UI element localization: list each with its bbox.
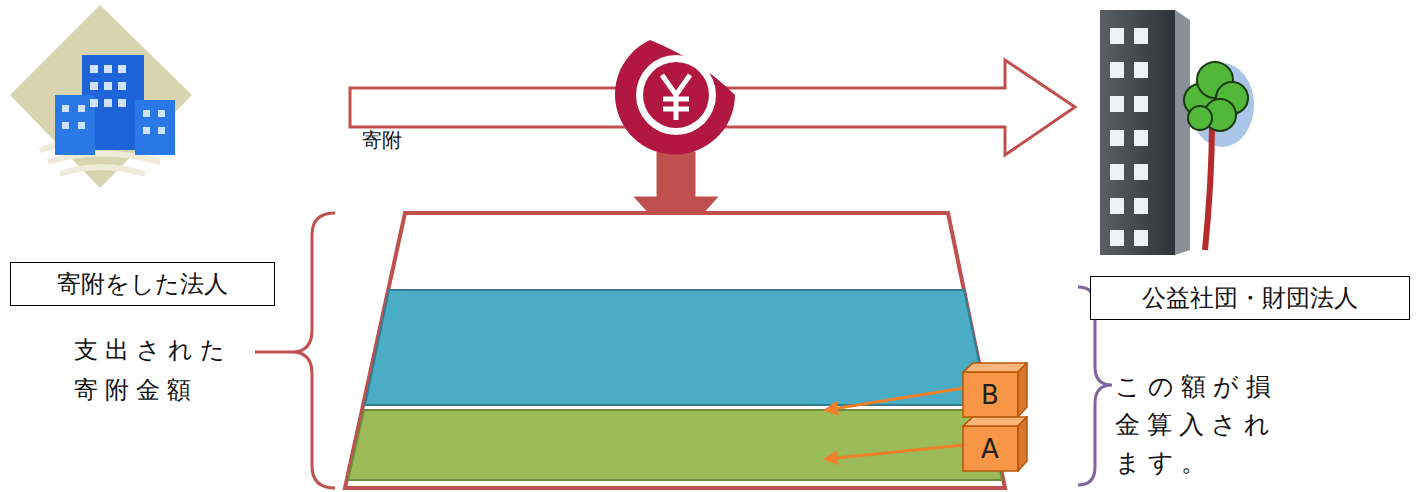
deduction-note: この額が損 金算入され ます。 — [1115, 368, 1297, 482]
ground-stripe — [60, 167, 145, 174]
building-tower — [1100, 10, 1175, 255]
building-windows — [1110, 28, 1148, 246]
cube-top — [963, 417, 1027, 426]
cube-side — [1018, 417, 1027, 471]
icon-ring — [636, 55, 716, 135]
band-a — [348, 410, 1002, 480]
bracket-leader — [255, 351, 292, 354]
building-side — [1175, 10, 1190, 255]
left-bracket — [292, 213, 335, 488]
entity-name: 公益社団・財団法人 — [1142, 282, 1358, 314]
backdrop-diamond — [10, 5, 192, 188]
callout-letter: A — [981, 424, 1009, 464]
company-building — [10, 5, 192, 188]
amount-trapezoid — [345, 213, 1005, 488]
entity-label-box: 公益社団・財団法人 — [1090, 276, 1410, 320]
tree-foliage — [1184, 62, 1248, 131]
building-tower — [55, 95, 95, 155]
cube-top — [963, 363, 1027, 372]
entity-label-box: 寄附をした法人 — [10, 262, 275, 306]
cube-side — [1018, 363, 1027, 417]
icon-coin — [643, 62, 709, 128]
amount-note: 支出された 寄附金額 — [74, 330, 254, 410]
entity-name: 寄附をした法人 — [57, 268, 228, 300]
leader-arrow — [826, 388, 964, 410]
callout-cube: B — [962, 362, 1028, 418]
building-tower — [135, 100, 175, 155]
callout-letter: B — [981, 370, 1009, 410]
leader-arrow — [826, 445, 964, 459]
band-b — [365, 290, 988, 405]
foundation-building — [1100, 10, 1254, 255]
yen-icon — [615, 40, 735, 155]
building-windows — [62, 65, 165, 134]
icon-shape — [615, 40, 735, 155]
arrow-label: 寄附 — [362, 127, 452, 153]
yen-symbol — [662, 75, 690, 120]
callout-cube: A — [962, 416, 1028, 472]
tree-trunk — [1205, 120, 1212, 250]
